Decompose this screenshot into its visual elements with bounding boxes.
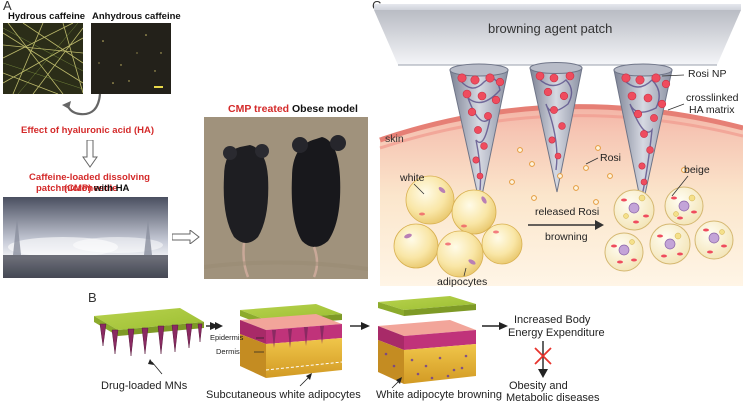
cmp-label-line2-black: with HA [91,183,130,194]
cmp-label-line1: Caffeine-loaded dissolving microneedle [29,172,150,194]
obese-model-label: Obese model [292,103,358,115]
browning-skin-block [378,296,476,384]
mouse-photo [204,117,368,279]
epidermis-label: Epidermis [210,333,244,342]
anhydrous-caffeine-micrograph [91,23,171,94]
hydrous-caffeine-label: Hydrous caffeine [8,11,86,22]
increased-energy-line2: Energy Expenditure [508,327,605,339]
adipocytes-label: adipocytes [437,276,488,288]
down-arrow-icon [82,140,98,168]
beige-label: beige [684,164,710,176]
crosslinked-label: crosslinked [686,92,739,104]
anhydrous-caffeine-label: Anhydrous caffeine [92,11,181,22]
panel-a-letter: A [3,0,12,13]
rosi-np-label: Rosi NP [688,68,727,80]
ha-matrix-label: HA matrix [689,104,735,116]
hydrous-caffeine-micrograph [3,23,83,94]
increased-energy-line1: Increased Body [514,314,591,326]
subcutaneous-label: Subcutaneous white adipocytes [206,389,361,401]
skin-label: skin [385,133,404,145]
white-adipocyte-browning-label: White adipocyte browning [376,389,502,401]
obesity-line2: Metabolic diseases [506,392,600,404]
obesity-line1: Obesity and [509,380,568,392]
rosi-label: Rosi [600,152,622,164]
browning-label-c: browning [545,231,588,243]
dermis-label: Dermis [216,347,240,356]
panel-b-letter: B [88,290,97,305]
microneedle-cones [449,62,673,209]
skin-block-with-patch [240,304,343,378]
cmp-treated-label: CMP treated [228,103,290,115]
cmp-label-line2: patch (CMP) with HA [36,183,129,194]
cmp-label-line2-red: patch (CMP) [36,183,92,194]
effect-ha-label: Effect of hyaluronic acid (HA) [20,125,154,136]
drug-loaded-mns-label: Drug-loaded MNs [101,380,188,392]
microneedle-photo [3,197,168,278]
white-label: white [400,172,425,184]
panel-b-illustration [94,296,552,389]
right-arrow-icon [172,230,200,244]
drug-loaded-mn-patch [94,308,204,357]
curved-arrow-icon [62,93,102,116]
browning-agent-patch-label: browning agent patch [488,21,613,36]
panel-c-illustration [374,4,743,286]
released-rosi-label: released Rosi [535,206,600,218]
